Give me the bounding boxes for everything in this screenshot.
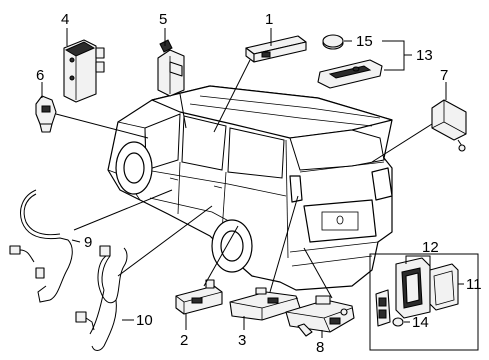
part-6-sensor: [35, 95, 57, 133]
part-14-ring: [392, 317, 404, 327]
callout-14: 14: [412, 314, 429, 331]
callout-11: 11: [466, 276, 482, 293]
callout-7: 7: [440, 67, 448, 84]
part-9-wire-harness: [9, 189, 73, 303]
callout-8: 8: [316, 339, 324, 356]
callout-12: 12: [422, 239, 439, 256]
callout-3: 3: [238, 332, 246, 349]
part-13-key-fob: [317, 59, 383, 89]
callout-10: 10: [136, 312, 153, 329]
part-5-bracket-module: [157, 39, 185, 97]
part-15-battery: [322, 34, 344, 50]
callout-1: 1: [265, 11, 273, 28]
part-2-bracket: [175, 279, 223, 315]
part-7-antenna-module: [431, 99, 467, 152]
leader-lines: [41, 28, 464, 338]
vehicle-illustration: [107, 85, 393, 291]
parts-11-12-14-group: [369, 253, 479, 351]
detail-box: [369, 253, 479, 351]
callout-6: 6: [36, 67, 44, 84]
callout-13: 13: [416, 47, 433, 64]
part-8-bracket-module: [285, 295, 355, 337]
callout-9: 9: [84, 234, 92, 251]
part-4-control-module: [63, 39, 105, 103]
callout-2: 2: [180, 332, 188, 349]
callout-5: 5: [159, 11, 167, 28]
callout-4: 4: [61, 11, 69, 28]
callout-labels: 1 2 3 4 5 6 7 8 9 10 11 12 13 14 15: [36, 11, 482, 356]
part-1-module: [245, 35, 307, 63]
part-10-wire-harness: [75, 245, 128, 351]
callout-15: 15: [356, 33, 373, 50]
